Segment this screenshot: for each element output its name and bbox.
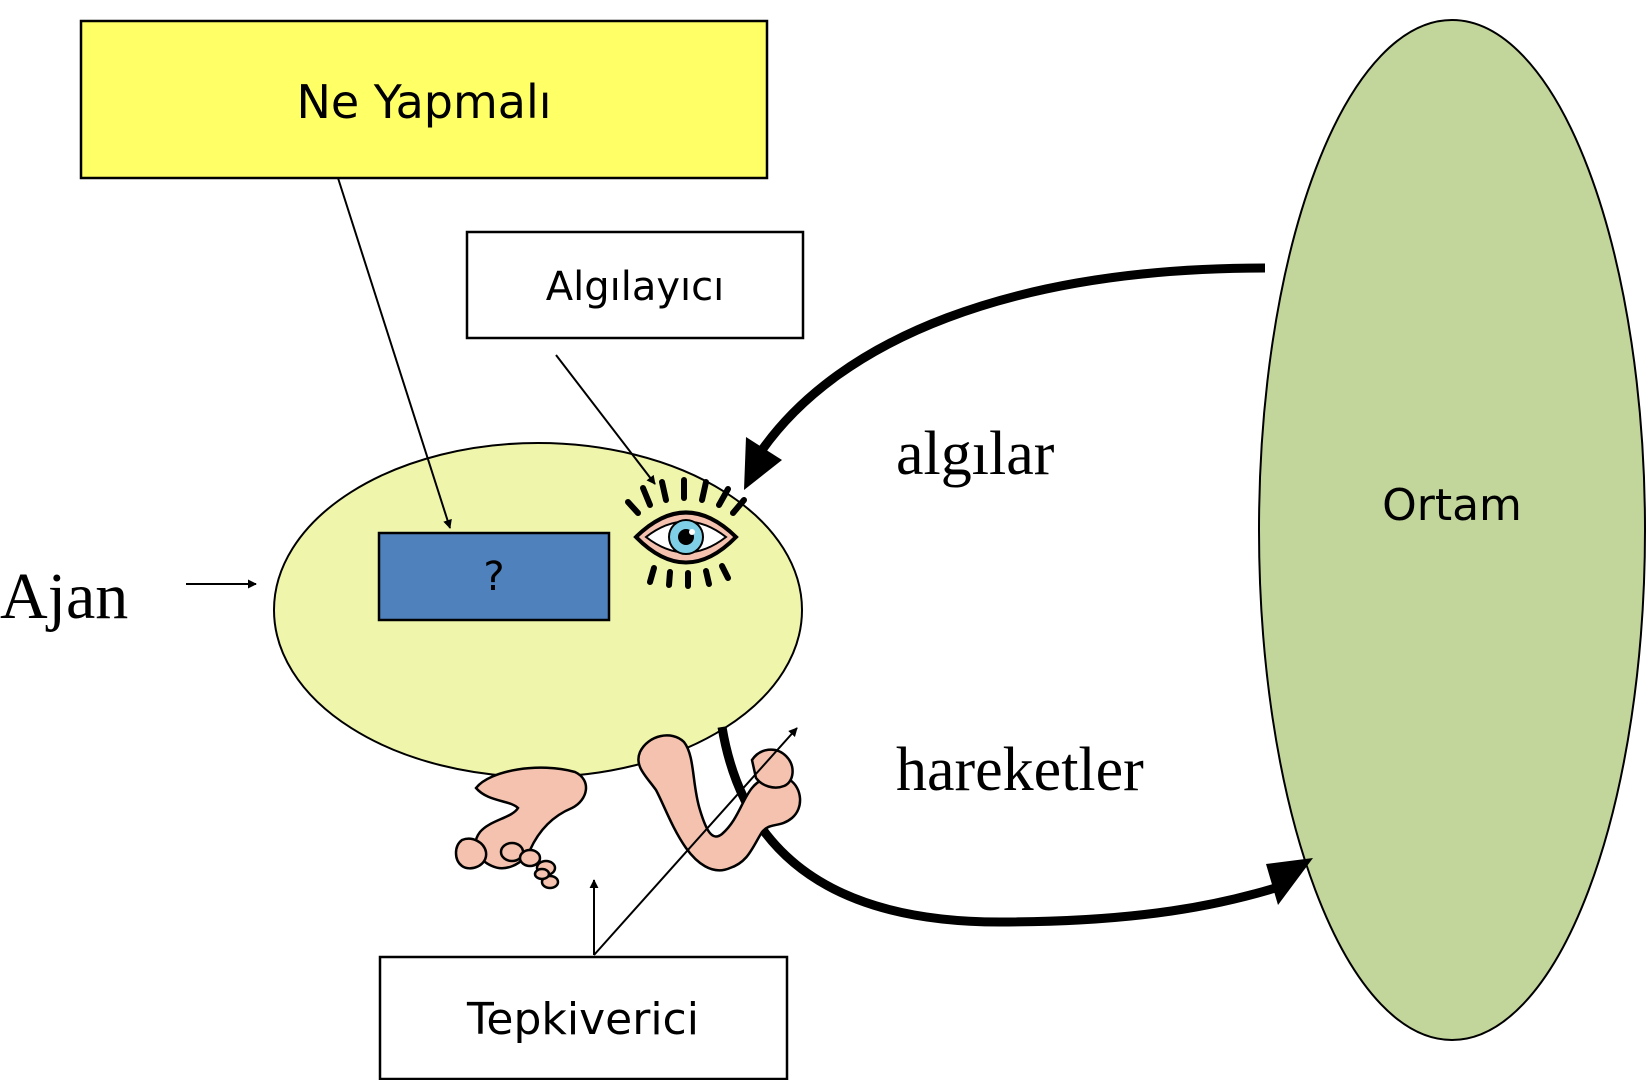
actions-label: hareketler (896, 736, 1144, 804)
environment-label: Ortam (1382, 480, 1522, 531)
what-to-do-arrow (337, 177, 452, 529)
actuator-box (378, 955, 789, 1080)
actions-arrowhead (1266, 858, 1313, 905)
actuator-label: Tepkiverici (466, 994, 699, 1045)
what-to-do-box (79, 19, 769, 180)
percepts-arrowhead (744, 437, 782, 490)
percepts-label: algılar (896, 420, 1055, 488)
environment-ellipse (1258, 19, 1646, 1041)
percepts-arrow (758, 263, 1266, 453)
what-to-do-label: Ne Yapmalı (296, 75, 551, 129)
sensor-arrow (555, 354, 656, 485)
foot-icon (454, 766, 588, 890)
sensor-box (465, 230, 805, 340)
actuator-to-arm-arrow (593, 727, 798, 956)
arm-icon (637, 734, 802, 872)
decision-label: ? (483, 554, 504, 600)
sensor-label: Algılayıcı (546, 264, 725, 310)
agent-label: Ajan (0, 560, 128, 633)
eye-icon (625, 477, 747, 589)
decision-box (377, 531, 611, 622)
